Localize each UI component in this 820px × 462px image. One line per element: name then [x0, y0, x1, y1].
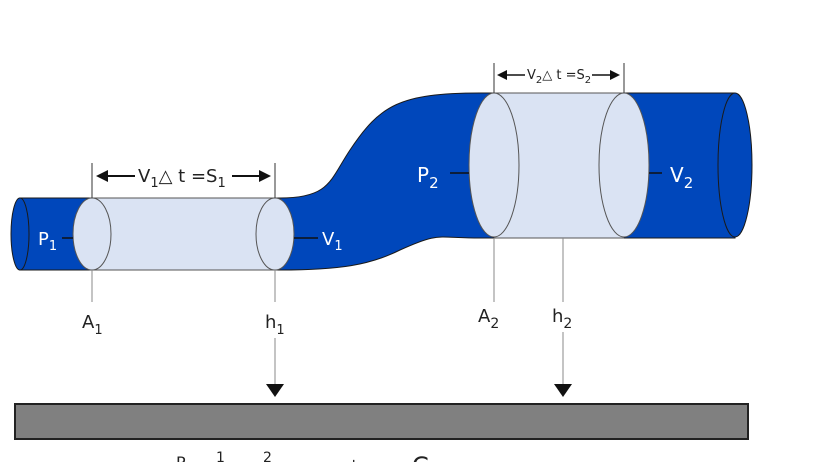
svg-text:P: P	[176, 453, 186, 462]
displacement-label-1: V1△ t =S1	[138, 166, 226, 191]
arrow-left-icon	[497, 70, 507, 80]
cross-section-a1	[72, 197, 112, 271]
area-label-2: A2	[478, 306, 499, 332]
arrow-right-icon	[610, 70, 620, 80]
arrow-down-icon	[554, 384, 572, 397]
svg-text:1: 1	[216, 450, 225, 462]
svg-text:+: +	[347, 455, 360, 462]
ground-reference	[14, 403, 749, 440]
arrow-right-icon	[259, 170, 271, 182]
svg-text:C: C	[412, 452, 429, 462]
pipe-inlet	[10, 197, 30, 271]
velocity-label-2: V2	[670, 163, 693, 192]
pressure-label-1: P1	[38, 229, 57, 254]
cross-section-2-end	[598, 92, 650, 238]
pipe-outlet	[717, 92, 753, 238]
pressure-label-2: P2	[417, 163, 439, 192]
height-label-2: h2	[552, 306, 572, 332]
cross-section-1-end	[255, 197, 295, 271]
displacement-label-2: V2△ t =S2	[527, 68, 591, 86]
area-label-1: A1	[82, 312, 103, 338]
bernoulli-equation-fragment: P 1 2 + C	[176, 450, 429, 462]
svg-text:2: 2	[263, 450, 272, 462]
velocity-label-1: V1	[322, 229, 343, 254]
height-label-1: h1	[265, 312, 285, 338]
fluid-segment-1	[92, 198, 275, 270]
cross-section-a2	[468, 92, 520, 238]
arrow-left-icon	[96, 170, 108, 182]
arrow-down-icon	[266, 384, 284, 397]
